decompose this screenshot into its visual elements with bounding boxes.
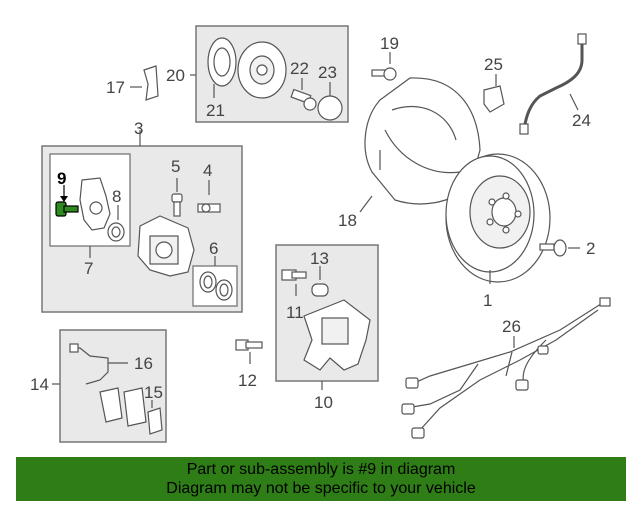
callout-labels: 1 2 3 4 5 6 7 8 9 10 11 12 13 14 15 16 1… — [30, 34, 595, 412]
callout-11[interactable]: 11 — [286, 303, 304, 322]
callout-23[interactable]: 23 — [318, 63, 337, 82]
part-19-bolt — [371, 52, 397, 81]
callout-2[interactable]: 2 — [586, 239, 595, 258]
parts-diagram: 1 2 3 4 5 6 7 8 9 10 11 12 13 14 15 16 1… — [30, 25, 611, 443]
part-8-seal — [107, 205, 125, 242]
callout-22[interactable]: 22 — [290, 59, 309, 78]
banner-line-1: Part or sub-assembly is #9 in diagram — [186, 461, 456, 478]
part-4-guide-pin — [197, 180, 221, 213]
callout-20[interactable]: 20 — [166, 66, 185, 85]
callout-6[interactable]: 6 — [209, 239, 218, 258]
callout-8[interactable]: 8 — [112, 187, 121, 206]
callout-14[interactable]: 14 — [30, 375, 49, 394]
callout-26[interactable]: 26 — [502, 317, 521, 336]
part-6-seals — [199, 271, 233, 301]
group-box-10 — [275, 244, 379, 390]
callout-19[interactable]: 19 — [380, 34, 399, 53]
callout-13[interactable]: 13 — [310, 249, 329, 268]
part-2-screw — [539, 239, 580, 257]
callout-7[interactable]: 7 — [84, 259, 93, 278]
group-box-14 — [52, 329, 167, 443]
part-17-bracket — [130, 65, 159, 101]
part-9-bolt[interactable] — [55, 185, 79, 217]
callout-3[interactable]: 3 — [134, 119, 143, 138]
callout-17[interactable]: 17 — [106, 78, 125, 97]
group-box-20 — [190, 25, 349, 123]
part-26-wiring-harness — [401, 297, 611, 439]
callout-4[interactable]: 4 — [203, 161, 212, 180]
callout-16[interactable]: 16 — [134, 354, 153, 373]
callout-12[interactable]: 12 — [238, 371, 257, 390]
callout-21[interactable]: 21 — [206, 101, 225, 120]
callout-25[interactable]: 25 — [484, 55, 503, 74]
callout-1[interactable]: 1 — [483, 291, 492, 310]
callout-9[interactable]: 9 — [57, 169, 66, 188]
part-18-shield — [359, 77, 481, 213]
part-24-brake-hose — [519, 33, 587, 135]
part-1-brake-rotor — [445, 153, 551, 284]
callout-18[interactable]: 18 — [338, 211, 357, 230]
info-banner: Part or sub-assembly is #9 in diagram Di… — [16, 457, 626, 501]
banner-line-2: Diagram may not be specific to your vehi… — [166, 480, 476, 497]
part-5-bleeder — [171, 178, 183, 217]
part-12-bolt — [235, 339, 263, 364]
callout-10[interactable]: 10 — [314, 393, 333, 412]
callout-15[interactable]: 15 — [144, 383, 163, 402]
callout-5[interactable]: 5 — [171, 157, 180, 176]
part-caliper-body — [137, 215, 195, 277]
part-7-caliper-housing — [79, 177, 111, 231]
callout-24[interactable]: 24 — [572, 111, 591, 130]
part-25-sensor — [483, 74, 505, 113]
